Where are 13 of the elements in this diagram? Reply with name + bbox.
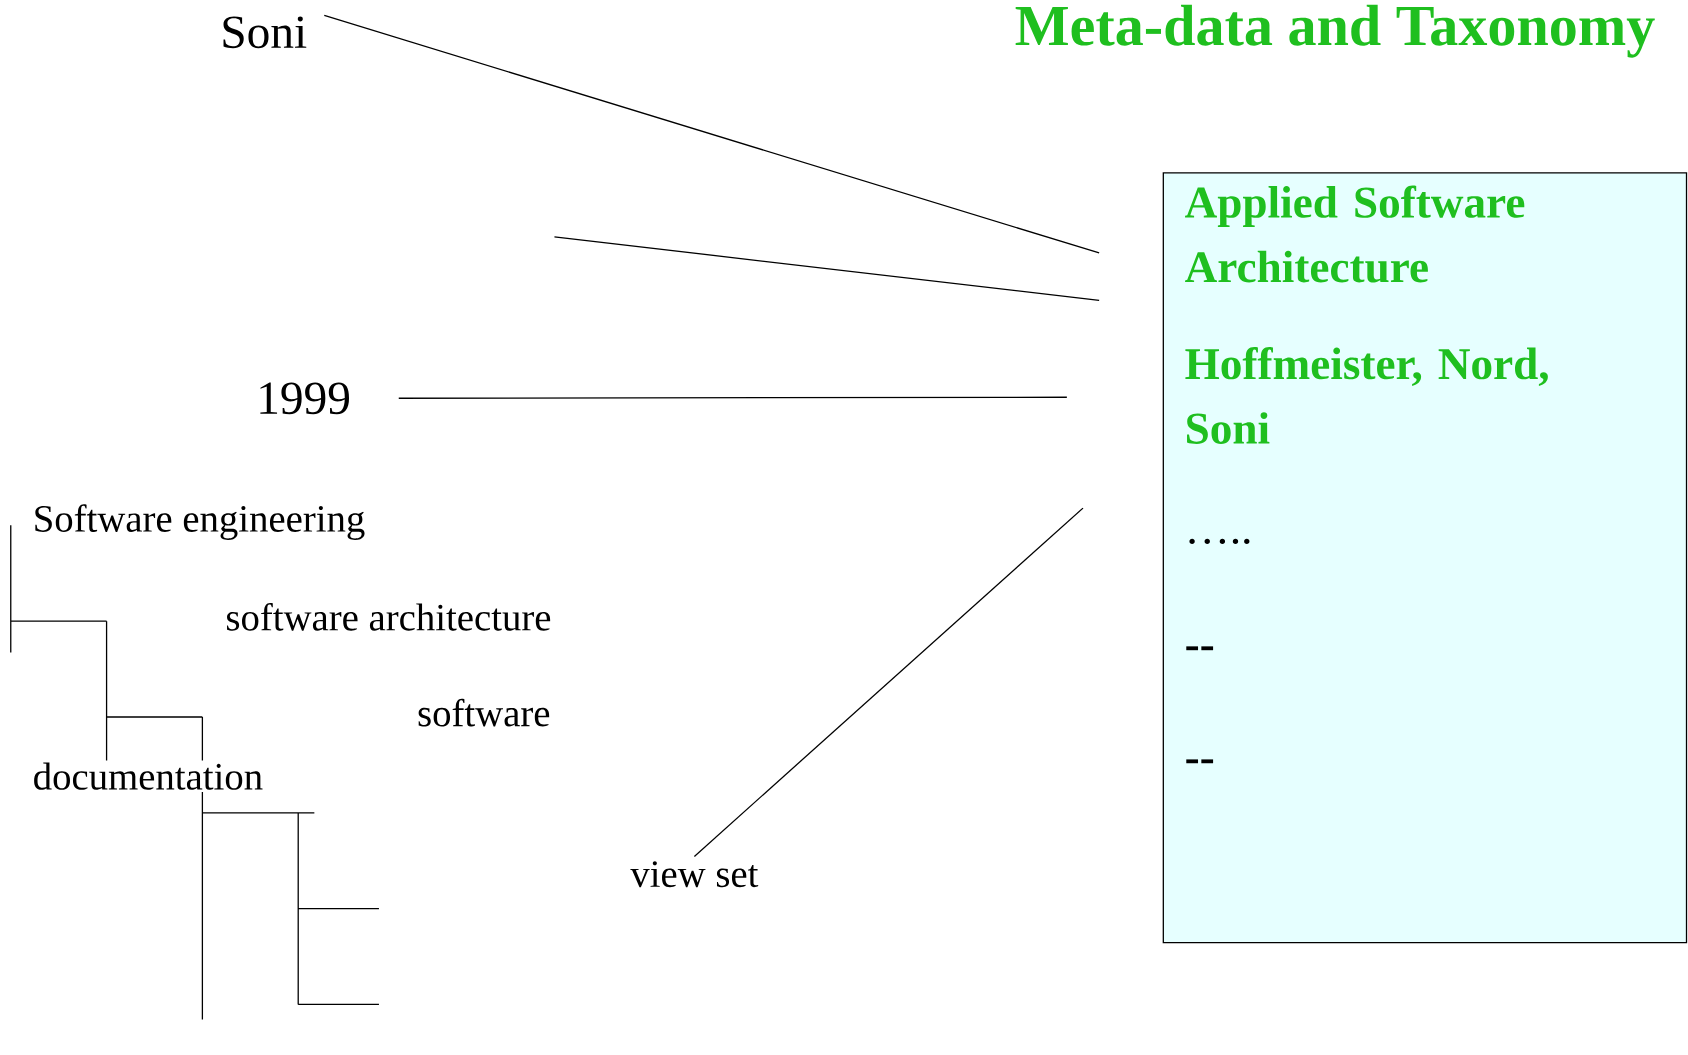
connector-line	[398, 396, 1068, 399]
tree-label: software	[414, 696, 553, 729]
text-label: Soni	[223, 16, 307, 49]
text-label: view set	[630, 861, 759, 888]
connector-line	[553, 236, 1100, 301]
text-label: 1999	[260, 382, 349, 415]
info-box: Applied Software Architecture Hoffmeister, Nord, Soni ….. -- --	[1162, 172, 1688, 944]
connector-line	[693, 507, 1084, 858]
tree-label: documentation	[30, 760, 266, 792]
tree-label: Software engineering	[30, 502, 368, 543]
connector-line	[323, 14, 1100, 254]
tree-label: software architecture	[223, 600, 554, 633]
title: Meta-data and Taxonomy	[1015, 4, 1655, 58]
